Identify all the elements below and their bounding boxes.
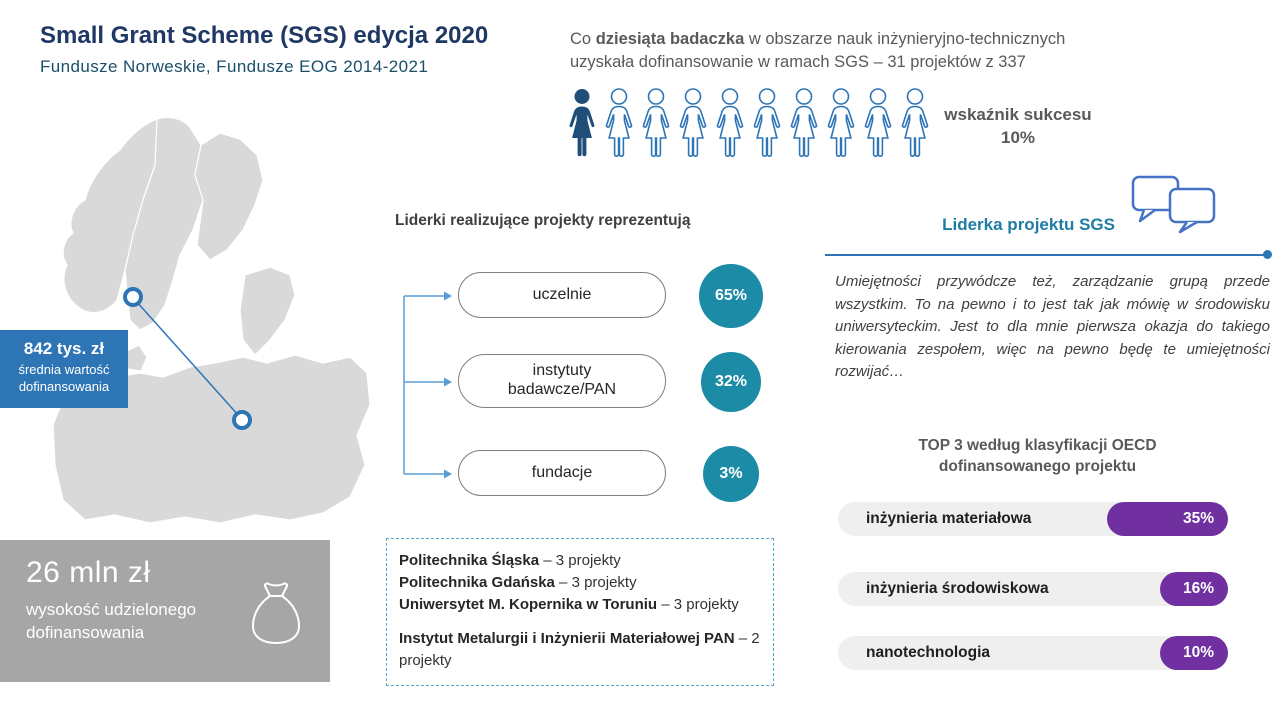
institution-row: Instytut Metalurgii i Inżynierii Materia…	[399, 628, 761, 672]
success-pictogram	[569, 88, 929, 158]
institution-row: Politechnika Śląska – 3 projekty	[399, 550, 761, 572]
institution-count: – 3 projekty	[554, 573, 637, 591]
institution-row: Uniwersytet M. Kopernika w Toruniu – 3 p…	[399, 594, 761, 616]
leaders-heading: Liderki realizujące projekty reprezentuj…	[395, 212, 691, 229]
success-rate-text: wskaźnik sukcesu	[944, 105, 1092, 124]
percent-value: 65%	[714, 286, 747, 304]
person-icon	[827, 88, 855, 158]
top3-heading: TOP 3 według klasyfikacji OECD dofinanso…	[845, 436, 1230, 478]
top3-heading-line1: TOP 3 według klasyfikacji OECD	[918, 437, 1157, 454]
oecd-bar-label: nanotechnologia	[866, 644, 990, 661]
success-rate-label: wskaźnik sukcesu 10%	[938, 104, 1098, 150]
institutions-box: Politechnika Śląska – 3 projekty Politec…	[386, 538, 774, 686]
oecd-bar-materialowa: inżynieria materiałowa 35%	[838, 502, 1228, 536]
institution-name: Uniwersytet M. Kopernika w Toruniu	[399, 595, 658, 613]
percent-circle-instytuty: 32%	[701, 352, 761, 412]
map-marker-poland	[232, 410, 252, 430]
speech-bubbles-icon	[1131, 175, 1216, 234]
person-icon	[679, 88, 707, 158]
percent-circle-uczelnie: 65%	[699, 264, 763, 328]
intro-text: Co dziesiąta badaczka w obszarze nauk in…	[570, 28, 1115, 74]
leader-category-label: uczelnie	[532, 286, 592, 303]
page-title: Small Grant Scheme (SGS) edycja 2020	[40, 22, 489, 49]
person-icon	[569, 89, 595, 157]
person-icon	[901, 88, 929, 158]
total-funding-box: 26 mln zł wysokość udzielonego dofinanso…	[0, 540, 330, 682]
person-icon	[642, 88, 670, 158]
leader-quote: Umiejętności przywódcze też, zarządzanie…	[835, 273, 1270, 380]
avg-grant-value: 842 tys. zł	[23, 339, 105, 358]
percent-value: 32%	[714, 372, 747, 390]
oecd-bar-srodowiskowa: inżynieria środowiskowa 16%	[838, 572, 1228, 606]
institution-count: – 3 projekty	[657, 595, 739, 613]
institution-row: Politechnika Gdańska – 3 projekty	[399, 572, 761, 594]
avg-grant-box: 842 tys. zł średnia wartość dofinansowan…	[0, 330, 128, 408]
map-marker-norway	[123, 287, 143, 307]
arrow-icon	[444, 469, 452, 479]
institution-count: – 2 projekty	[399, 630, 760, 669]
person-icon	[864, 88, 892, 158]
section-divider	[825, 254, 1268, 256]
top3-heading-line2: dofinansowanego projektu	[938, 457, 1137, 475]
intro-prefix: Co	[570, 30, 596, 48]
page-subtitle: Fundusze Norweskie, Fundusze EOG 2014-20…	[40, 57, 429, 76]
leader-category-fundacje: fundacje	[458, 450, 666, 496]
percent-value: 3%	[719, 464, 743, 482]
success-rate-value: 10%	[1000, 127, 1036, 147]
institution-name: Politechnika Śląska	[399, 552, 540, 569]
oecd-bar-label: inżynieria środowiskowa	[866, 580, 1049, 597]
institution-name: Instytut Metalurgii i Inżynierii Materia…	[399, 630, 735, 648]
person-icon	[716, 88, 744, 158]
person-icon	[790, 88, 818, 158]
oecd-bar-label: inżynieria materiałowa	[866, 510, 1032, 527]
avg-grant-caption-2: dofinansowania	[18, 378, 110, 394]
intro-bold: dziesiąta badaczka	[595, 30, 745, 48]
bar-fill: 16%	[1160, 572, 1228, 606]
arrow-icon	[444, 377, 452, 387]
institution-name: Politechnika Gdańska	[399, 573, 555, 591]
intro-rest: w obszarze nauk inżynieryjno-technicznyc…	[570, 30, 1066, 71]
person-icon	[605, 88, 633, 158]
marker-connector-line	[135, 300, 240, 417]
leader-category-instytuty: instytuty badawcze/PAN	[458, 354, 666, 408]
percent-circle-fundacje: 3%	[702, 445, 760, 503]
leader-category-label: instytuty badawcze/PAN	[507, 362, 617, 398]
bar-fill: 35%	[1107, 502, 1228, 536]
arrow-icon	[444, 291, 452, 301]
divider-dot	[1263, 250, 1272, 259]
person-icon	[753, 88, 781, 158]
bracket-arrows	[403, 291, 452, 479]
map-central-europe	[52, 354, 371, 524]
map-finland	[194, 132, 264, 261]
europe-map	[52, 116, 371, 524]
money-bag-icon	[252, 582, 300, 644]
total-funding-caption-2: dofinansowania	[26, 622, 145, 642]
total-funding-caption-1: wysokość udzielonego	[26, 600, 197, 619]
avg-grant-caption-1: średnia wartość	[18, 362, 110, 377]
map-baltics	[239, 266, 296, 356]
leader-category-label: fundacje	[531, 464, 593, 481]
bar-fill: 10%	[1160, 636, 1228, 670]
oecd-bar-nanotechnologia: nanotechnologia 10%	[838, 636, 1228, 670]
quote-heading: Liderka projektu SGS	[942, 215, 1115, 234]
institution-count: – 3 projekty	[539, 552, 621, 569]
leader-category-uczelnie: uczelnie	[458, 272, 666, 318]
total-funding-value: 26 mln zł	[26, 556, 151, 589]
